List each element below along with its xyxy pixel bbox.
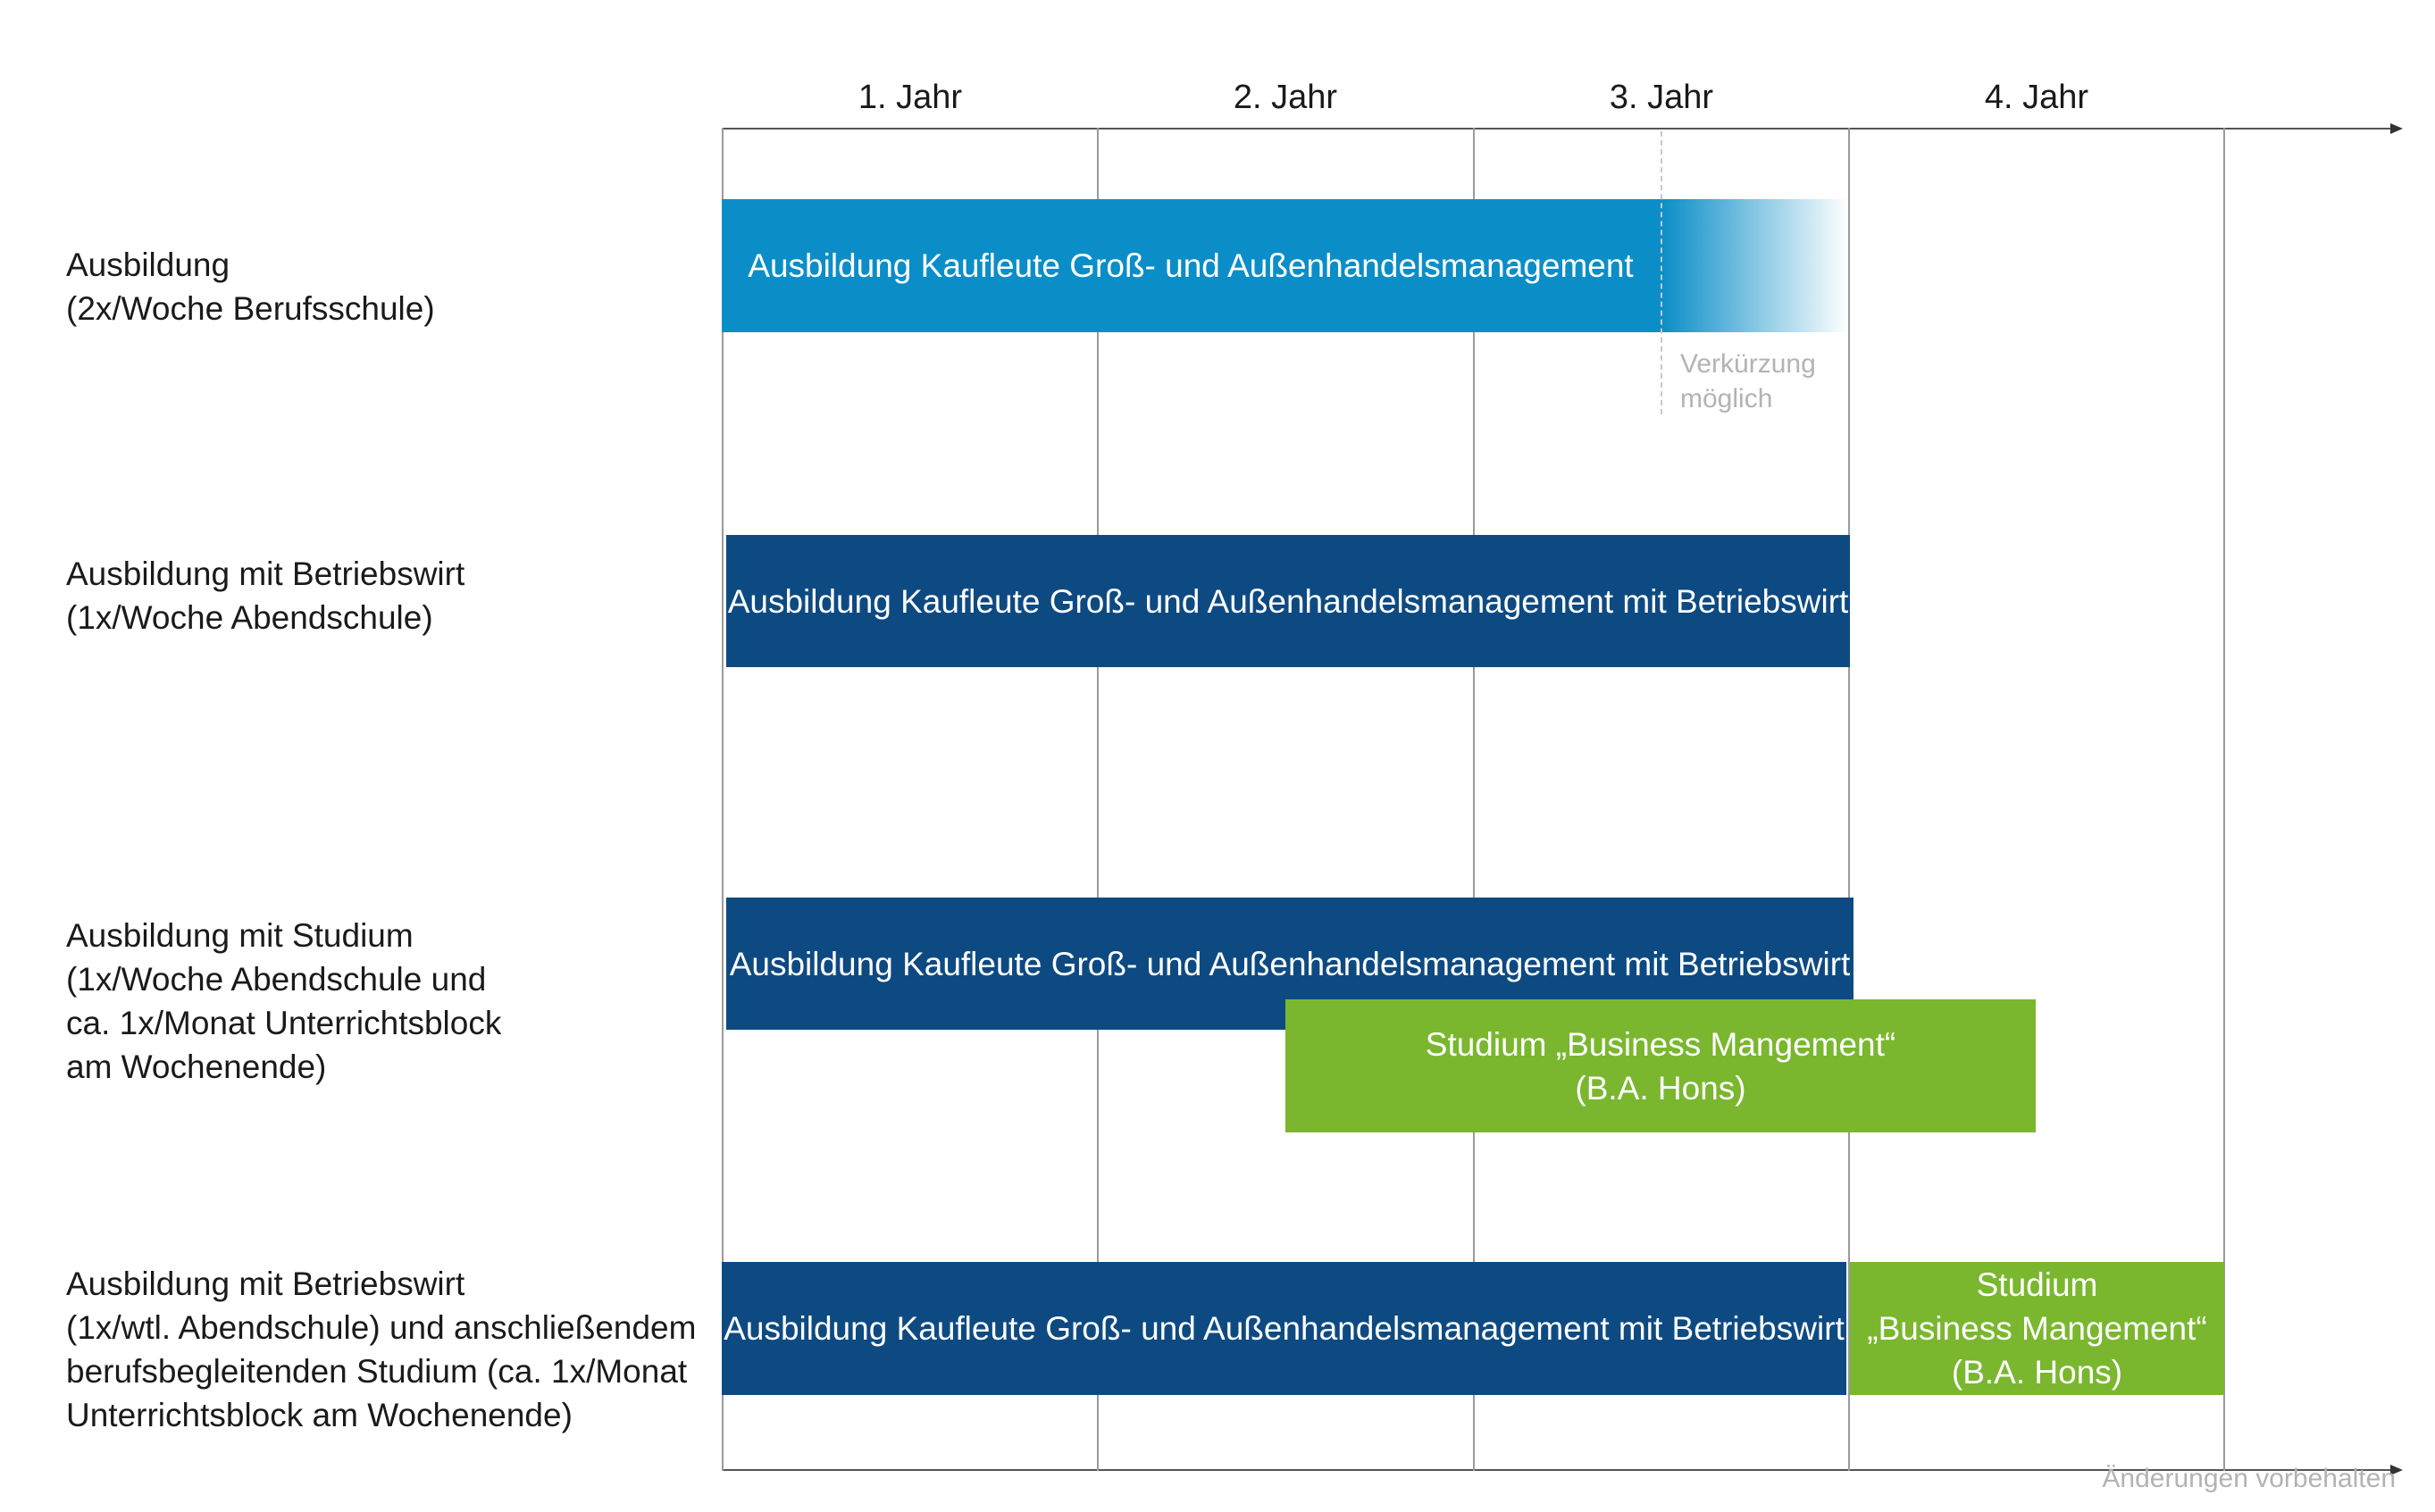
row-label-betriebswirt-studium: Ausbildung mit Betriebswirt (1x/wtl. Abe…: [66, 1266, 697, 1433]
grid-line-0: [722, 128, 724, 1471]
timeline-bottom-arrow: [2390, 1465, 2403, 1475]
row-label-ausbildung: Ausbildung (2x/Woche Berufsschule): [66, 246, 435, 327]
grid-line-2: [1473, 128, 1475, 1471]
timeline-top-arrow: [2390, 123, 2403, 134]
verkuerzung-dashed-line: [1661, 131, 1662, 414]
year-label-2: 2. Jahr: [1233, 79, 1338, 116]
bar-studium-row3: Studium „Business Mangement“ (B.A. Hons): [1285, 999, 2036, 1132]
bar-ausbildung-betriebswirt-row2: Ausbildung Kaufleute Groß- und Außenhand…: [726, 535, 1850, 667]
year-label-4: 4. Jahr: [1984, 79, 2089, 116]
bar-ausbildung-betriebswirt-row4: Ausbildung Kaufleute Groß- und Außenhand…: [722, 1262, 1846, 1395]
timeline-top-axis: [722, 128, 2394, 129]
year-label-3: 3. Jahr: [1609, 79, 1714, 116]
grid-line-3: [1848, 128, 1850, 1471]
bar-studium-row4: Studium „Business Mangement“ (B.A. Hons): [1850, 1262, 2224, 1395]
timeline-bottom-axis: [722, 1469, 2394, 1471]
row-label-ausbildung-studium: Ausbildung mit Studium (1x/Woche Abendsc…: [66, 917, 502, 1085]
disclaimer-note: Änderungen vorbehalten: [2102, 1464, 2396, 1493]
year-label-1: 1. Jahr: [858, 79, 963, 116]
grid-line-4: [2223, 128, 2225, 1471]
row-label-ausbildung-betriebswirt: Ausbildung mit Betriebswirt (1x/Woche Ab…: [66, 556, 465, 636]
bar-ausbildung-row1-label: Ausbildung Kaufleute Groß- und Außenhand…: [748, 247, 1634, 284]
verkuerzung-note: Verkürzung möglich: [1680, 349, 1816, 414]
bar-ausbildung-row1: Ausbildung Kaufleute Groß- und Außenhand…: [722, 199, 1848, 332]
bar-ausbildung-row3-label: Ausbildung Kaufleute Groß- und Außenhand…: [729, 946, 1851, 982]
grid-line-1: [1097, 128, 1099, 1471]
